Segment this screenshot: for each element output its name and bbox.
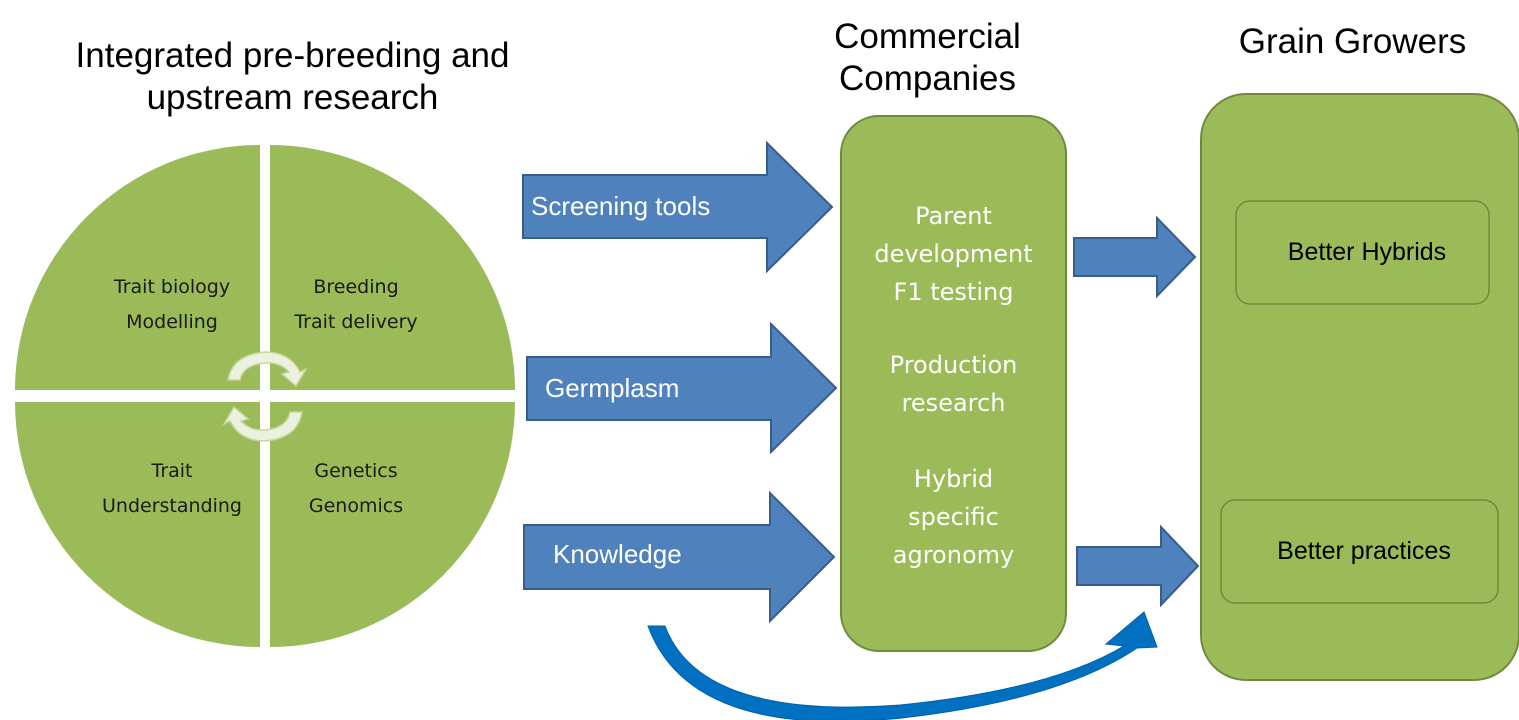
quadrant-top-left-line-2: Modelling — [126, 311, 218, 333]
quadrant-top-right — [270, 145, 515, 390]
quadrant-top-left-text: Trait biology Modelling — [82, 270, 262, 340]
activity-2-line-1: Production — [889, 351, 1018, 379]
growers-heading: Grain Growers — [1238, 22, 1467, 61]
research-heading-line-1: Integrated pre-breeding and — [75, 36, 510, 75]
quadrant-top-right-line-1: Breeding — [313, 276, 399, 298]
activity-3-line-2: specific — [908, 503, 999, 531]
quadrant-bottom-right-line-1: Genetics — [314, 460, 398, 482]
companies-heading: Commercial Companies — [815, 16, 1040, 100]
cycle-arrow-top-icon — [227, 351, 308, 388]
companies-heading-line-1: Commercial — [834, 17, 1021, 56]
knowledge-label: Knowledge — [553, 539, 682, 569]
research-circle — [15, 145, 515, 647]
production-research-text: Production research — [843, 346, 1064, 422]
companies-box — [840, 115, 1067, 652]
screening-tools-arrow — [522, 140, 834, 274]
quadrant-bottom-left-line-2: Understanding — [102, 495, 242, 517]
hybrids-arrow — [1073, 215, 1197, 299]
direct-knowledge-curve-arrow — [647, 611, 1158, 720]
activity-2-line-2: research — [901, 389, 1006, 417]
quadrant-top-left-line-1: Trait biology — [113, 276, 231, 298]
screening-tools-label: Screening tools — [531, 191, 711, 221]
quadrant-top-right-line-2: Trait delivery — [294, 311, 418, 333]
activity-1-line-1: Parent — [915, 202, 992, 230]
quadrant-bottom-left-line-1: Trait — [151, 460, 193, 482]
quadrant-bottom-left — [15, 402, 260, 647]
parent-development-text: Parent development F1 testing — [843, 197, 1064, 311]
better-hybrids-box — [1235, 200, 1490, 305]
quadrant-bottom-right — [270, 402, 515, 647]
activity-3-line-3: agronomy — [892, 541, 1015, 569]
better-practices-box — [1220, 499, 1499, 604]
germplasm-arrow — [526, 321, 838, 455]
better-hybrids-label: Better Hybrids — [1287, 238, 1447, 266]
companies-heading-line-2: Companies — [838, 59, 1017, 98]
practices-arrow — [1076, 524, 1200, 608]
research-heading: Integrated pre-breeding and upstream res… — [40, 35, 545, 119]
quadrant-bottom-left-text: Trait Understanding — [82, 454, 262, 524]
knowledge-arrow — [523, 490, 836, 624]
germplasm-label: Germplasm — [545, 373, 680, 403]
quadrant-bottom-right-line-2: Genomics — [308, 495, 404, 517]
quadrant-top-left — [15, 145, 260, 390]
activity-3-line-1: Hybrid — [913, 465, 994, 493]
input-arrows — [522, 140, 838, 624]
quadrant-bottom-right-text: Genetics Genomics — [266, 454, 446, 524]
quadrant-top-right-text: Breeding Trait delivery — [266, 270, 446, 340]
cycle-arrow-bottom-icon — [222, 405, 303, 442]
research-heading-line-2: upstream research — [146, 78, 439, 117]
activity-1-line-2: development — [874, 240, 1033, 268]
better-practices-label: Better practices — [1277, 537, 1451, 565]
hybrid-agronomy-text: Hybrid specific agronomy — [843, 460, 1064, 574]
activity-1-line-3: F1 testing — [893, 278, 1014, 306]
